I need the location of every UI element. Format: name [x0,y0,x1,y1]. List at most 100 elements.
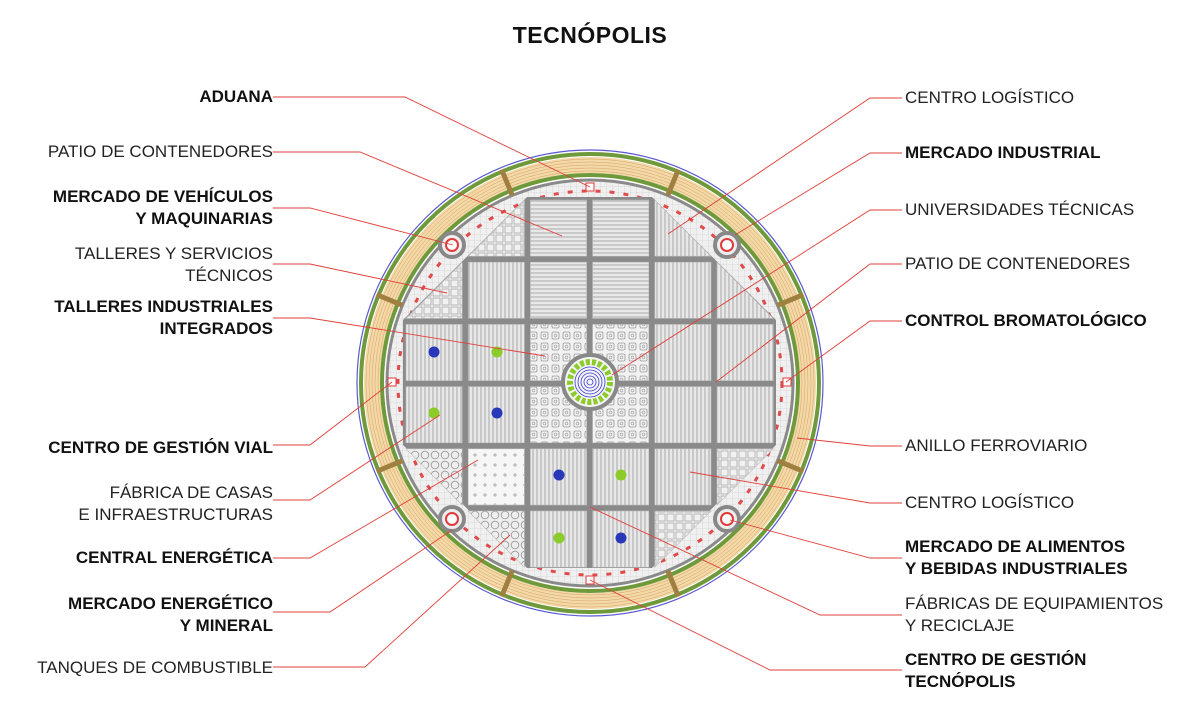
block [592,510,650,568]
block [654,261,712,319]
leader-line [273,207,454,246]
label-line: ADUANA [199,87,273,106]
leader-line [667,97,902,235]
rail-crossing [499,168,515,197]
roundabout-core [720,238,734,252]
central-hub-ring [567,359,613,405]
roundabout-core [445,512,459,526]
label-line: Y MAQUINARIAS [135,209,273,228]
leader-line [611,209,902,376]
leader-line [796,437,902,447]
rail-track [371,164,809,602]
block-triangle [405,448,463,506]
label-line: PATIO DE CONTENEDORES [47,142,273,161]
roundabout-core [720,512,734,526]
blue-marker [428,346,440,358]
leader-lines [273,96,902,671]
green-marker [428,407,440,419]
rail-crossing [375,458,404,474]
outer-green-belt [359,152,821,614]
label-r-0: CENTRO LOGÍSTICO [905,87,1074,109]
block [467,261,525,319]
blue-marker [553,469,565,481]
label-line: TALLERES INDUSTRIALES [54,297,273,316]
leader-line [715,263,902,383]
rail-crossing [665,168,681,197]
blue-marker [491,407,503,419]
leader-line [589,579,902,671]
block [467,448,525,506]
label-line: CENTRO DE GESTIÓN VIAL [48,438,273,457]
block [530,261,587,319]
leader-line [273,459,479,559]
label-r-3: PATIO DE CONTENEDORES [905,253,1130,275]
block [716,386,774,444]
label-line: PATIO DE CONTENEDORES [905,254,1131,273]
plan-features [387,182,792,585]
label-line: E INFRAESTRUCTURAS [78,505,273,524]
label-r-7: MERCADO DE ALIMENTOS Y BEBIDAS INDUSTRIAL… [905,536,1128,580]
label-r-6: CENTRO LOGÍSTICO [905,492,1074,514]
leader-line [273,317,546,357]
rail-crossing [375,292,404,308]
blue-marker [615,532,627,544]
leader-line [729,519,902,559]
leader-line [273,96,591,188]
green-marker [491,346,503,358]
label-r-4: CONTROL BROMATOLÓGICO [905,310,1147,332]
block [530,199,587,257]
leader-line [273,534,511,668]
central-hub-circle [580,372,600,392]
label-line: CONTROL BROMATOLÓGICO [905,311,1147,330]
leader-line [273,263,448,294]
block [654,324,712,381]
label-line: TÉCNICOS [185,266,273,285]
block [592,261,650,319]
block [654,448,712,506]
block [716,324,774,381]
block-triangle [467,510,525,568]
rail-track [365,158,815,608]
label-line: INTEGRADOS [159,319,273,338]
rail-track [377,170,803,596]
label-line: MERCADO DE ALIMENTOS [905,537,1126,556]
rail-crossing [776,292,805,308]
label-line: CENTRO LOGÍSTICO [905,88,1075,107]
checkpoint [782,377,792,387]
central-hub-circle [577,369,603,395]
central-hub-circle [586,378,594,386]
label-r-1: MERCADO INDUSTRIAL [905,142,1101,164]
label-line: MERCADO INDUSTRIAL [905,143,1101,162]
rail-crossing [665,569,681,598]
green-marker [553,532,565,544]
label-line: FÁBRICA DE CASAS [109,483,273,502]
label-line: CENTRO DE GESTIÓN [905,650,1087,669]
label-l-0: ADUANA [199,86,273,108]
label-line: Y BEBIDAS INDUSTRIALES [905,559,1128,578]
label-line: TANQUES DE COMBUSTIBLE [37,658,273,677]
leader-line [589,506,902,616]
block [654,386,712,444]
label-line: ANILLO FERROVIARIO [905,436,1088,455]
label-r-5: ANILLO FERROVIARIO [905,435,1087,457]
label-l-5: CENTRO DE GESTIÓN VIAL [48,437,273,459]
label-r-2: UNIVERSIDADES TÉCNICAS [905,199,1134,221]
label-l-4: TALLERES INDUSTRIALES INTEGRADOS [54,296,273,340]
diagram-title: TECNÓPOLIS [512,22,668,48]
label-l-6: FÁBRICA DE CASAS E INFRAESTRUCTURAS [78,482,273,526]
leader-line [273,414,441,501]
label-l-7: CENTRAL ENERGÉTICA [76,547,273,569]
label-line: TECNÓPOLIS [905,672,1016,691]
inner-green-belt [380,173,800,593]
label-l-1: PATIO DE CONTENEDORES [48,141,273,163]
rail-crossing [499,569,515,598]
leader-line [689,471,902,504]
label-line: TALLERES Y SERVICIOS [74,244,273,263]
label-line: UNIVERSIDADES TÉCNICAS [905,200,1135,219]
label-l-9: TANQUES DE COMBUSTIBLE [37,657,273,679]
label-r-9: CENTRO DE GESTIÓN TECNÓPOLIS [905,649,1086,693]
